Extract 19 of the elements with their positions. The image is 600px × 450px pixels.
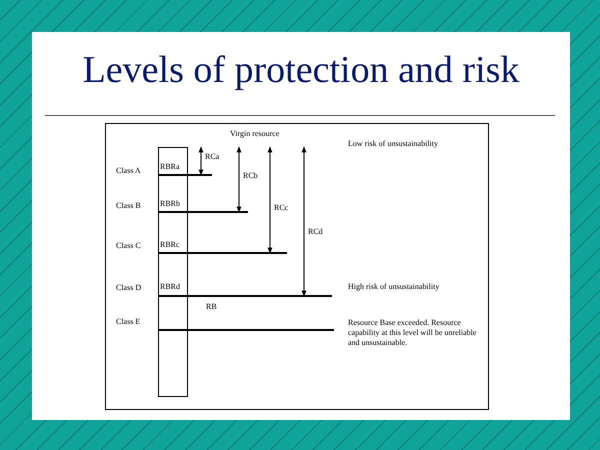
class-label: Class B (116, 201, 141, 211)
dimension-label: RCb (243, 171, 258, 181)
class-label: Class E (116, 317, 140, 327)
class-label: Class D (116, 283, 142, 293)
dimension-label: RCc (274, 203, 288, 213)
note: Resource Base exceeded. Resource capability at this level will be unreliable and unsustainable. (348, 318, 478, 348)
note: Low risk of unsustainability (348, 139, 438, 149)
dimension-label: RCa (205, 152, 220, 162)
level-label: RBRb (160, 199, 180, 209)
level-label: RBRc (160, 240, 180, 250)
level-label: RBRa (160, 162, 180, 172)
class-label: Class A (116, 166, 141, 176)
region-label: RB (206, 302, 217, 312)
level-label: RBRd (160, 282, 180, 292)
dimension-label: RCd (308, 227, 323, 237)
title: Levels of protection and risk (82, 48, 520, 92)
class-label: Class C (116, 241, 141, 251)
label: Virgin resource (230, 129, 280, 139)
note: High risk of unsustainability (348, 282, 440, 292)
